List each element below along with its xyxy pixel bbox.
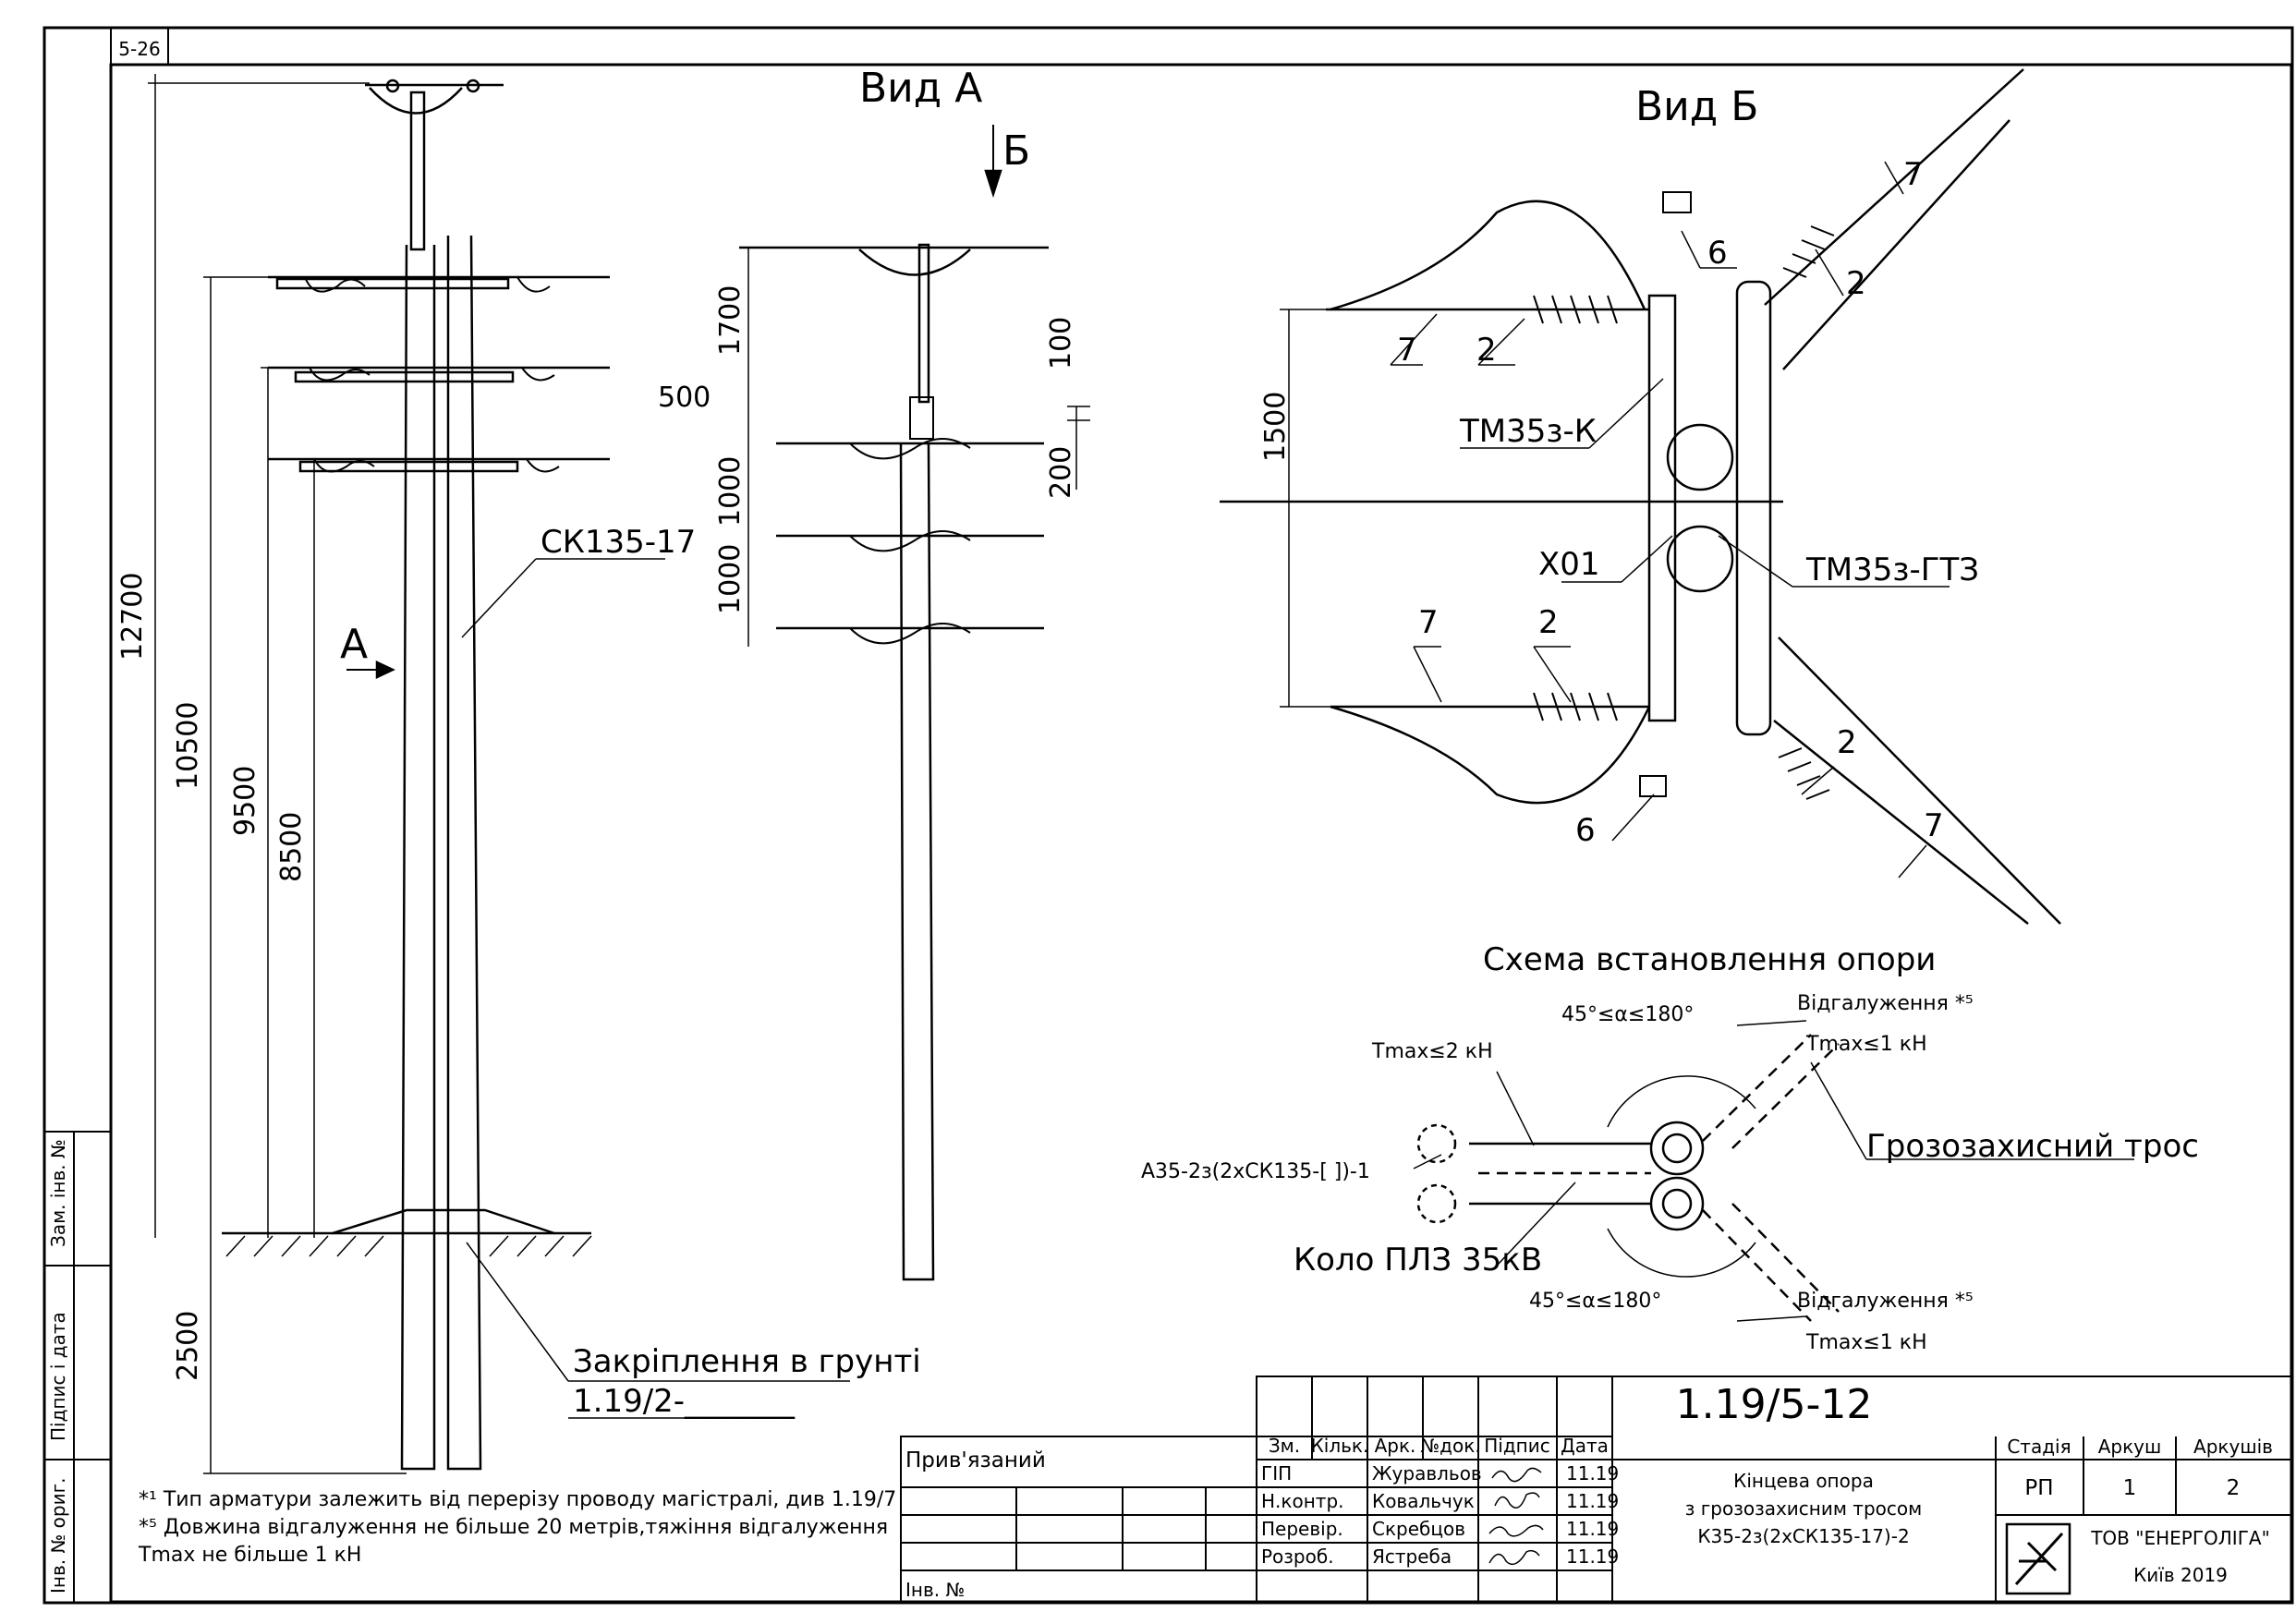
label-2-left-top: 2 <box>1476 332 1497 369</box>
label-2-left-bottom: 2 <box>1538 604 1559 641</box>
view-b <box>1220 68 2061 925</box>
row-role-1: Н.контр. <box>1261 1490 1344 1512</box>
note-3: Тmax не більше 1 кН <box>138 1544 361 1567</box>
scheme-angle-top: 45°≤α≤180° <box>1561 1003 1694 1026</box>
row-date-2: 11.19 <box>1566 1518 1619 1540</box>
pole-label: СК135-17 <box>541 524 696 561</box>
dim-1500: 1500 <box>1259 392 1292 462</box>
ground-fix-ref: 1.19/2-_______ <box>573 1383 796 1420</box>
title-line-3: К35-2з(2хСК135-17)-2 <box>1697 1525 1909 1547</box>
col-doc: №док. <box>1420 1435 1480 1457</box>
scheme-angle-bottom: 45°≤α≤180° <box>1529 1290 1661 1313</box>
label-7-left-top: 7 <box>1397 332 1417 369</box>
scheme-circuit: Коло ПЛЗ 35кВ <box>1294 1242 1542 1279</box>
scheme-rope: Грозозахисний трос <box>1866 1128 2199 1165</box>
row-date-0: 11.19 <box>1566 1462 1619 1485</box>
row-name-0: Журавльов <box>1372 1462 1482 1485</box>
stage-value: РП <box>2024 1476 2053 1500</box>
sheets-header: Аркушів <box>2193 1436 2273 1458</box>
signature-marks <box>1488 1467 1544 1566</box>
dim-1000-a: 1000 <box>714 456 747 527</box>
row-role-3: Розроб. <box>1261 1545 1334 1568</box>
dim-1700: 1700 <box>714 285 747 356</box>
sheet-header: Аркуш <box>2098 1436 2162 1458</box>
label-2-right-top: 2 <box>1846 265 1866 302</box>
view-b-title: Вид Б <box>1635 83 1758 130</box>
col-qty: Кільк. <box>1311 1435 1369 1457</box>
scheme-tmax1-top: Тmax≤1 кН <box>1805 1033 1927 1056</box>
view-b-arrow-label: Б <box>1002 127 1030 175</box>
dim-8500: 8500 <box>275 812 308 882</box>
label-x01: Х01 <box>1538 546 1600 583</box>
view-a <box>739 125 1090 1281</box>
label-2-right-bottom: 2 <box>1837 724 1857 761</box>
label-7-right-top: 7 <box>1903 156 1924 193</box>
stage-header: Стадія <box>2007 1436 2071 1458</box>
doc-code: 1.19/5-12 <box>1676 1381 1873 1428</box>
dim-12700: 12700 <box>116 573 149 661</box>
row-role-0: ГІП <box>1261 1462 1292 1485</box>
note-2: *⁵ Довжина відгалуження не більше 20 мет… <box>139 1516 888 1539</box>
row-date-1: 11.19 <box>1566 1490 1619 1512</box>
view-a-title: Вид А <box>859 65 982 112</box>
title-block <box>900 1376 2292 1604</box>
attached-label: Прив'язаний <box>905 1448 1046 1473</box>
stamp-replace-inv: Зам. інв. № <box>47 1139 69 1247</box>
row-date-3: 11.19 <box>1566 1545 1619 1568</box>
side-stamp: Зам. інв. № Підпис і дата Інв. № ориг. <box>43 1131 112 1604</box>
sheet-tag-box <box>110 27 169 66</box>
dim-2500: 2500 <box>172 1311 204 1381</box>
label-7-right-bottom: 7 <box>1924 807 1944 844</box>
sheet-value: 1 <box>2123 1476 2137 1500</box>
scheme-tmax2: Тmax≤2 кН <box>1371 1040 1493 1063</box>
left-view <box>148 74 850 1474</box>
dim-1000-b: 1000 <box>714 544 747 614</box>
note-1: *¹ Тип арматури залежить від перерізу пр… <box>139 1488 896 1511</box>
dim-500: 500 <box>658 382 711 414</box>
title-line-2: з грозозахисним тросом <box>1685 1497 1922 1520</box>
scheme-branch-bottom: Відгалуження *⁵ <box>1797 1290 1974 1313</box>
stamp-orig-inv: Інв. № ориг. <box>47 1478 69 1594</box>
row-name-2: Скребцов <box>1372 1518 1465 1540</box>
dim-200: 200 <box>1045 446 1077 499</box>
col-change: Зм. <box>1269 1435 1300 1457</box>
label-tm35gtz: ТМ35з-ГТЗ <box>1805 551 1979 588</box>
row-name-3: Ястреба <box>1372 1545 1452 1568</box>
org-city-year: Київ 2019 <box>2133 1564 2228 1586</box>
scheme-tmax1-bottom: Тmax≤1 кН <box>1805 1331 1927 1354</box>
col-sheet: Арк. <box>1375 1435 1416 1457</box>
row-name-1: Ковальчук <box>1372 1490 1475 1512</box>
inv-label: Інв. № <box>905 1579 965 1601</box>
dim-10500: 10500 <box>172 702 204 790</box>
sheets-value: 2 <box>2227 1476 2241 1500</box>
sheet-tag: 5-26 <box>118 38 160 60</box>
scheme-title: Схема встановлення опори <box>1483 941 1936 978</box>
row-role-2: Перевір. <box>1261 1518 1343 1540</box>
label-tm35k: ТМ35з-К <box>1459 413 1597 450</box>
label-6-top: 6 <box>1707 235 1728 272</box>
org-name: ТОВ "ЕНЕРГОЛІГА" <box>2090 1527 2270 1549</box>
inner-frame <box>109 63 2293 1604</box>
installation-scheme <box>1413 1020 2134 1322</box>
dim-9500: 9500 <box>229 766 261 836</box>
col-signature: Підпис <box>1484 1435 1550 1457</box>
dim-100: 100 <box>1045 317 1077 370</box>
label-7-left-bottom: 7 <box>1418 604 1439 641</box>
scheme-a35: А35-2з(2хСК135-[ ])-1 <box>1141 1160 1370 1183</box>
title-line-1: Кінцева опора <box>1733 1470 1874 1492</box>
scheme-branch-top: Відгалуження *⁵ <box>1797 992 1974 1015</box>
stamp-signature-date: Підпис і дата <box>47 1312 69 1441</box>
ground-fix-label: Закріплення в грунті <box>573 1343 921 1380</box>
col-date: Дата <box>1561 1435 1609 1457</box>
view-a-marker: А <box>340 621 368 668</box>
label-6-bottom: 6 <box>1575 812 1596 849</box>
